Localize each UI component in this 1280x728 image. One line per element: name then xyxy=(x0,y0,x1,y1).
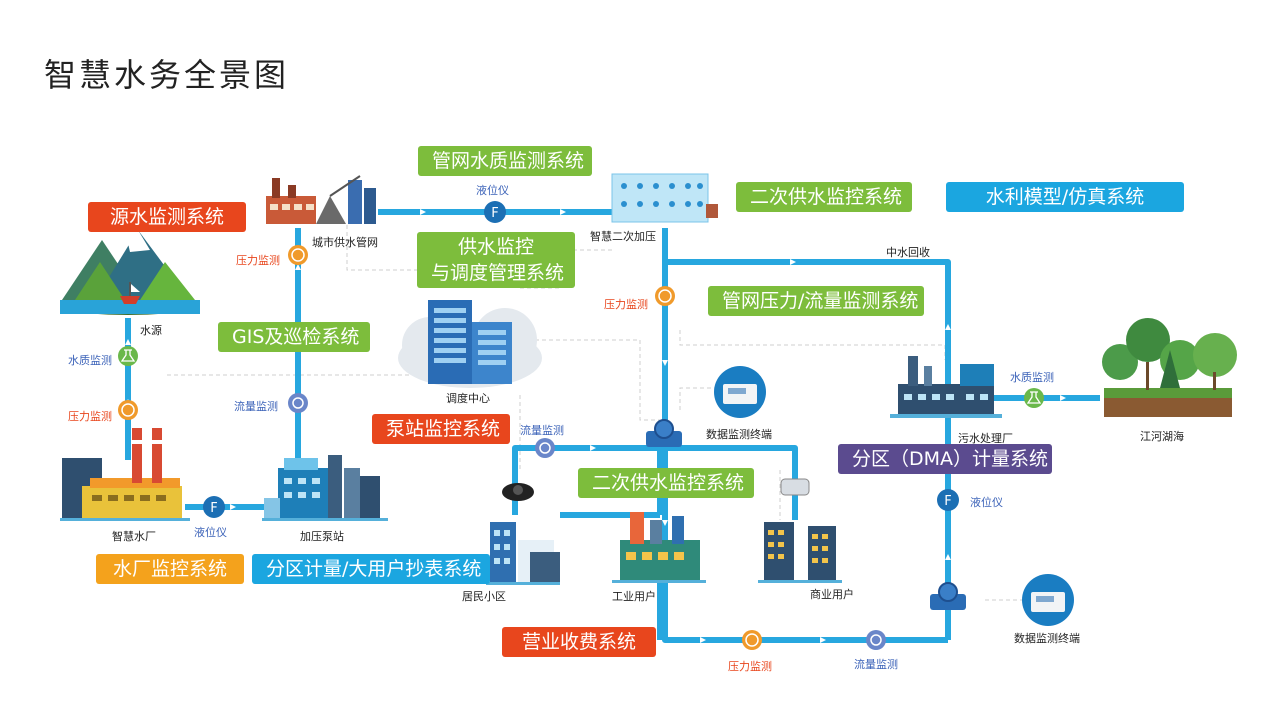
label-flow-pump: 流量监测 xyxy=(520,424,564,437)
flow-icon xyxy=(866,630,886,650)
label-pressure-source: 压力监测 xyxy=(68,410,112,423)
badge-dispatch-system[interactable]: 供水监控 与调度管理系统 xyxy=(417,232,575,288)
badge-gis[interactable]: GIS及巡检系统 xyxy=(218,322,370,352)
label-level-dma: 液位仪 xyxy=(970,496,1003,509)
svg-text:F: F xyxy=(491,206,498,221)
reader-device-icon xyxy=(780,478,810,496)
badge-hydro-model[interactable]: 水利模型/仿真系统 xyxy=(946,182,1184,212)
label-smart-booster: 智慧二次加压 xyxy=(590,230,656,243)
commercial-illustration xyxy=(758,522,842,583)
forest-river-illustration xyxy=(1102,318,1237,417)
level-icon: F xyxy=(937,489,959,511)
label-city-pipe: 城市供水管网 xyxy=(312,236,378,249)
dispatch-line-1: 供水监控 xyxy=(457,236,534,258)
data-terminal-icon xyxy=(714,366,766,418)
label-commercial: 商业用户 xyxy=(810,588,854,601)
booster-station-illustration xyxy=(262,455,388,521)
label-data-terminal-1: 数据监测终端 xyxy=(706,428,772,441)
flow-arrows xyxy=(125,209,1066,643)
label-dispatch-center: 调度中心 xyxy=(446,392,490,405)
water-meter-icon xyxy=(646,419,682,447)
label-residential: 居民小区 xyxy=(462,590,506,603)
label-level-top: 液位仪 xyxy=(476,184,509,197)
level-icon: F xyxy=(484,201,506,223)
pressure-icon xyxy=(742,630,762,650)
flow-icon xyxy=(288,393,308,413)
water-meter-icon xyxy=(930,582,966,610)
label-quality-sewage: 水质监测 xyxy=(1010,371,1054,384)
label-reclaimed: 中水回收 xyxy=(886,246,930,259)
badge-pipe-pressure[interactable]: 管网压力/流量监测系统 xyxy=(708,286,924,316)
svg-text:F: F xyxy=(210,501,217,516)
quality-icon xyxy=(118,346,138,366)
badge-dma[interactable]: 分区（DMA）计量系统 xyxy=(838,444,1052,474)
smart-booster-illustration xyxy=(611,173,718,223)
label-smart-plant: 智慧水厂 xyxy=(112,530,156,543)
label-flow-gis: 流量监测 xyxy=(234,400,278,413)
dispatch-center-illustration xyxy=(398,300,542,388)
label-source: 水源 xyxy=(140,324,162,337)
badge-secondary-supply-mid[interactable]: 二次供水监控系统 xyxy=(578,468,754,498)
mountain-source-illustration xyxy=(60,230,200,315)
pressure-icon xyxy=(118,400,138,420)
label-booster-station: 加压泵站 xyxy=(300,530,344,543)
dispatch-line-2: 与调度管理系统 xyxy=(431,262,565,284)
badge-pump-station[interactable]: 泵站监控系统 xyxy=(372,414,510,444)
quality-icon xyxy=(1024,388,1044,408)
industrial-illustration xyxy=(612,512,706,583)
data-terminal-icon xyxy=(1022,574,1074,626)
label-data-terminal-2: 数据监测终端 xyxy=(1014,632,1080,645)
badge-pipe-quality[interactable]: 管网水质监测系统 xyxy=(418,146,592,176)
label-level-plant: 液位仪 xyxy=(194,526,227,539)
badge-meter-reading[interactable]: 分区计量/大用户抄表系统 xyxy=(252,554,490,584)
label-sewage-plant: 污水处理厂 xyxy=(958,432,1013,445)
water-plant-illustration xyxy=(60,428,190,521)
svg-text:F: F xyxy=(944,494,951,509)
label-pressure-city: 压力监测 xyxy=(236,254,280,267)
level-icon: F xyxy=(203,496,225,518)
label-quality-source: 水质监测 xyxy=(68,354,112,367)
smart-meter-icon xyxy=(502,483,534,501)
label-flow-bottom: 流量监测 xyxy=(854,658,898,671)
city-network-illustration xyxy=(266,175,376,224)
flow-icon xyxy=(535,438,555,458)
residential-illustration xyxy=(486,522,560,585)
label-industrial: 工业用户 xyxy=(612,590,656,603)
badge-plant-monitor[interactable]: 水厂监控系统 xyxy=(96,554,244,584)
page-title: 智慧水务全景图 xyxy=(44,56,290,94)
label-pressure-bottom: 压力监测 xyxy=(728,660,772,673)
sewage-plant-illustration xyxy=(890,356,1002,418)
label-rivers: 江河湖海 xyxy=(1140,430,1184,443)
pressure-icon xyxy=(288,245,308,265)
badge-source-monitor[interactable]: 源水监测系统 xyxy=(88,202,246,232)
badge-billing[interactable]: 营业收费系统 xyxy=(502,627,656,657)
pressure-icon xyxy=(655,286,675,306)
label-pressure-booster: 压力监测 xyxy=(604,298,648,311)
badge-secondary-supply-top[interactable]: 二次供水监控系统 xyxy=(736,182,912,212)
